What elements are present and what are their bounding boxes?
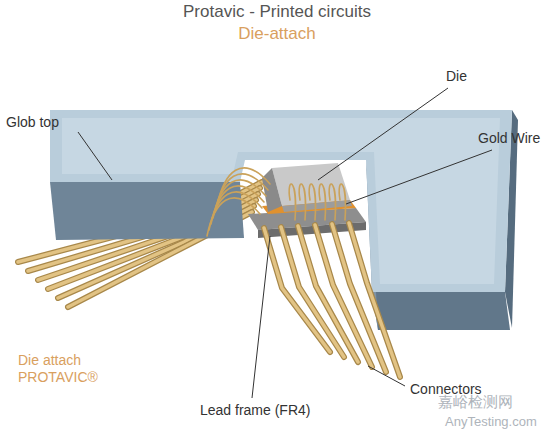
glob-top-bevel [62, 118, 500, 284]
connector-lead [18, 182, 262, 262]
connector-lead [315, 225, 372, 367]
leader-line [318, 88, 448, 180]
gold-wire [299, 184, 305, 220]
gold-wire [319, 184, 325, 220]
die-front [282, 200, 352, 212]
connector-lead [349, 223, 400, 377]
connector-lead [349, 223, 400, 377]
left-connectors [18, 182, 262, 307]
gold-wire [339, 184, 345, 220]
gold-wire [309, 184, 315, 220]
leader-line [252, 236, 270, 398]
part-label: Die attach PROTAVIC® [18, 352, 128, 386]
right-connectors [264, 223, 400, 377]
connector-lead [298, 226, 358, 362]
leader-line [78, 132, 112, 180]
connector-lead [315, 225, 372, 367]
gold-wire [329, 184, 335, 220]
gold-wires [207, 168, 345, 236]
die-side [262, 168, 282, 212]
leader-line [368, 366, 405, 386]
gold-wire [289, 184, 295, 220]
part-label: Die [446, 68, 467, 84]
part-label: Glob top [6, 114, 59, 130]
leader-line [346, 150, 492, 204]
part-label: Gold Wire [478, 130, 540, 146]
connector-lead [18, 182, 262, 262]
diagram-title: Protavic - Printed circuits [183, 2, 371, 22]
gold-wire [207, 198, 260, 236]
watermark: 嘉峪检测网 [438, 393, 513, 412]
glob-top-top-face [50, 110, 512, 292]
glob-top-front-face [372, 292, 510, 330]
part-label: Lead frame (FR4) [200, 402, 310, 418]
watermark: AnyTesting.com [445, 414, 537, 429]
connector-lead [298, 226, 358, 362]
diagram-subtitle: Die-attach [238, 24, 315, 44]
